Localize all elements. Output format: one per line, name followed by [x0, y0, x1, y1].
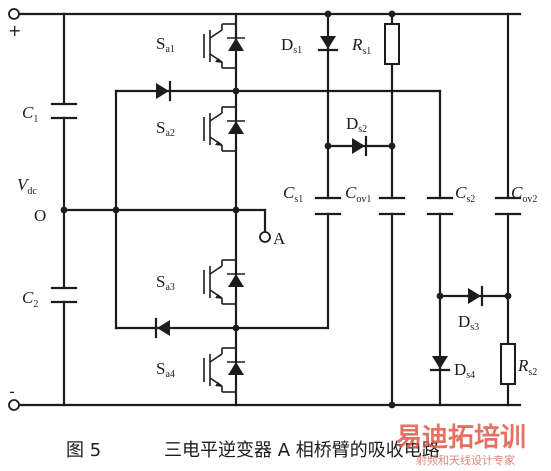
diode-ds2: [352, 135, 368, 157]
resistor-rs2: [500, 343, 516, 385]
watermark-tagline: 射频和天线设计专家: [416, 453, 515, 467]
wiring: [17, 12, 522, 407]
capacitor-cov1: [378, 196, 406, 216]
label-cov1: Cov1: [345, 183, 371, 205]
diode-clamp-lower: [154, 317, 170, 339]
diode-clamp-upper: [156, 80, 172, 102]
label-ds3: Ds3: [458, 312, 479, 333]
watermark-brand: 易迪拓培训: [396, 423, 526, 453]
caption-title: 三电平逆变器 A 相桥臂的吸收电路: [164, 440, 440, 461]
capacitor-cs2: [426, 196, 454, 216]
capacitor-c1: [50, 102, 78, 120]
switch-sa2: [203, 106, 245, 152]
label-o: O: [34, 206, 46, 225]
watermark-logo: 易迪拓培训 射频和天线设计专家: [396, 423, 526, 467]
label-sa4: Sa4: [156, 359, 175, 380]
plus-sign: +: [8, 21, 21, 40]
diode-ds3: [468, 285, 484, 307]
terminal-minus: -: [8, 382, 20, 411]
label-ds2: Ds2: [346, 114, 367, 135]
minus-sign: -: [9, 382, 15, 401]
label-rs2: Rs2: [517, 356, 537, 378]
capacitor-cov2: [494, 196, 522, 216]
switch-sa1: [203, 23, 245, 69]
label-c2: C2: [22, 288, 38, 310]
junction-dots: [60, 10, 512, 409]
terminal-plus: +: [8, 8, 21, 40]
label-cs1: Cs1: [283, 183, 303, 205]
resistor-rs1: [384, 23, 400, 65]
label-ds1: Ds1: [281, 35, 302, 56]
label-ds4: Ds4: [454, 360, 475, 381]
diode-ds1: [317, 36, 339, 52]
label-cov2: Cov2: [511, 183, 537, 205]
label-sa1: Sa1: [156, 34, 175, 55]
capacitor-c2: [50, 286, 78, 304]
terminal-A: [259, 231, 271, 243]
label-rs1: Rs1: [351, 35, 371, 57]
diode-ds4: [429, 356, 451, 372]
switch-sa4: [203, 347, 245, 393]
caption-figure-number: 图 5: [66, 440, 101, 461]
label-vdc: Vdc: [17, 175, 37, 197]
label-cs2: Cs2: [455, 183, 475, 205]
label-a: A: [273, 229, 286, 248]
label-sa2: Sa2: [156, 118, 175, 139]
switch-sa3: [203, 259, 245, 305]
label-sa3: Sa3: [156, 272, 175, 293]
label-c1: C1: [22, 103, 38, 125]
capacitor-cs1: [314, 196, 342, 216]
